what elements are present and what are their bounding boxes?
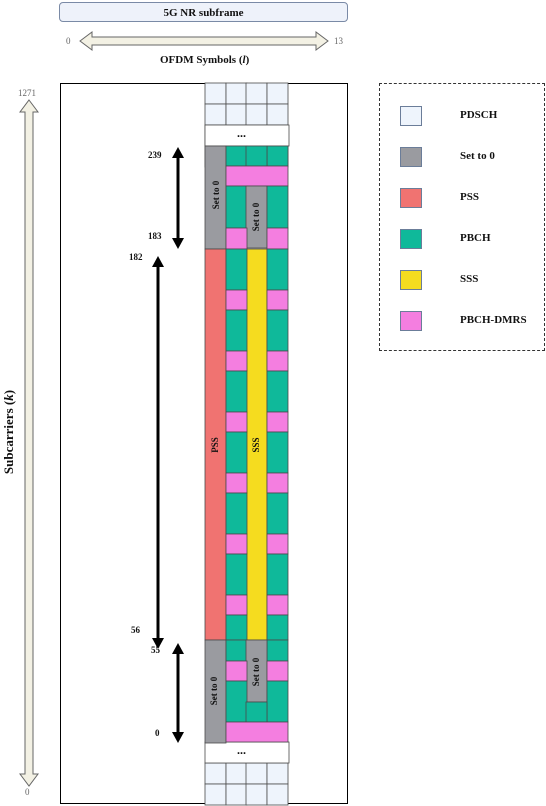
marker-183: 183 xyxy=(148,231,162,241)
legend-swatch xyxy=(400,188,422,208)
legend-swatch xyxy=(400,270,422,290)
x-axis-arrow xyxy=(79,31,329,51)
legend-label: PSS xyxy=(460,191,479,203)
legend-swatch xyxy=(400,147,422,167)
ellipsis-bottom: ... xyxy=(237,743,246,757)
marker-56: 56 xyxy=(131,625,140,635)
x-axis-label: OFDM Symbols (l) xyxy=(160,54,250,66)
x-axis-min: 0 xyxy=(66,36,71,46)
ellipsis-top: ... xyxy=(237,126,246,140)
legend-label: PBCH xyxy=(460,232,491,244)
legend-label: PDSCH xyxy=(460,109,498,121)
legend-label: Set to 0 xyxy=(460,150,495,162)
y-axis-arrow xyxy=(19,99,39,787)
legend-label: SSS xyxy=(460,273,479,285)
y-axis-max: 1271 xyxy=(18,88,36,98)
pdsch-cell xyxy=(266,783,289,806)
y-axis-min: 0 xyxy=(25,787,30,797)
dmrs-strip-bottom xyxy=(225,721,289,743)
legend-swatch xyxy=(400,311,422,331)
legend-swatch xyxy=(400,106,422,126)
legend: PDSCH Set to 0 PSS PBCH SSS PBCH-DMRS xyxy=(379,83,545,351)
resource-grid-frame xyxy=(60,83,348,804)
marker-182: 182 xyxy=(129,252,143,262)
legend-label: PBCH-DMRS xyxy=(460,314,527,326)
x-axis-max: 13 xyxy=(334,36,343,46)
marker-55: 55 xyxy=(151,645,160,655)
subframe-title: 5G NR subframe xyxy=(59,2,348,22)
marker-0: 0 xyxy=(155,728,160,738)
legend-swatch xyxy=(400,229,422,249)
marker-239: 239 xyxy=(148,150,162,160)
